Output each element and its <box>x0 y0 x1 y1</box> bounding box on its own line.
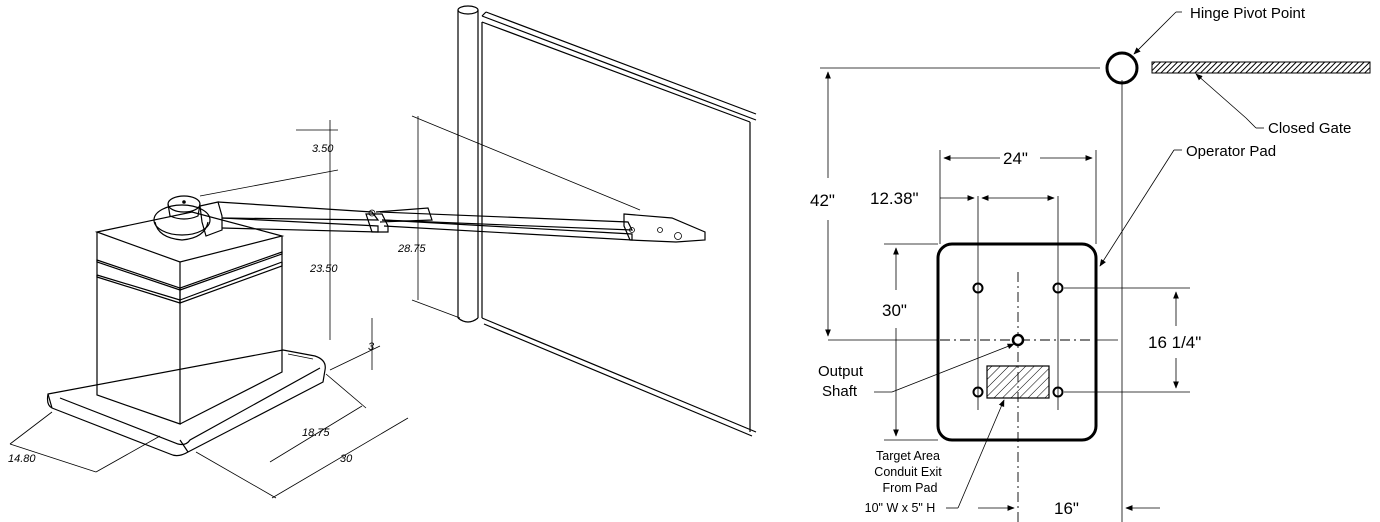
dim-depth-front <box>9 443 97 473</box>
dim-column-label: 23.50 <box>309 263 338 275</box>
isometric-view: 3.50 23.50 28.75 3 18.75 30 14.80 <box>8 5 757 499</box>
base-pad <box>46 349 326 457</box>
hinge-pivot-label: Hinge Pivot Point <box>1190 5 1306 22</box>
operator-arm <box>199 201 706 243</box>
iso-dimension-lines <box>9 115 641 499</box>
dim-1238-label: 12.38" <box>870 189 919 208</box>
target-area-line1: Target Area <box>876 449 940 463</box>
dim-depth-side-label: 18.75 <box>302 427 330 439</box>
dim-30-label: 30" <box>882 301 907 320</box>
dim-depth-front-label: 14.80 <box>8 453 36 465</box>
output-shaft-circle <box>1011 333 1025 347</box>
operator-pad-label: Operator Pad <box>1186 143 1276 160</box>
dim-top-label: 3.50 <box>312 143 334 155</box>
conduit-target-area <box>986 365 1050 399</box>
dim-pad-thickness-label: 3 <box>368 341 375 353</box>
target-area-line2: Conduit Exit <box>874 465 942 479</box>
hinge-pivot-circle <box>1105 51 1139 85</box>
dim-16-label: 16" <box>1054 499 1079 518</box>
closed-gate-bar <box>1151 61 1371 74</box>
operator-column <box>96 261 283 425</box>
dim-pad-width-label: 30 <box>340 453 353 465</box>
plan-view: 24" 12.38" 42" 30" 16 1/4" 16" <box>810 5 1371 522</box>
dim-1614-label: 16 1/4" <box>1148 333 1201 352</box>
top-cap <box>94 211 285 291</box>
target-area-line3: From Pad <box>883 481 938 495</box>
target-area-line4: 10" W x 5" H <box>865 501 936 515</box>
dim-24-label: 24" <box>1003 149 1028 168</box>
gate-panel <box>481 11 757 437</box>
dim-arm-label: 28.75 <box>397 243 426 255</box>
dim-42-label: 42" <box>810 191 835 210</box>
dim-pad-width <box>271 417 409 499</box>
cap-band <box>96 251 283 304</box>
dim-depth-side <box>269 405 363 463</box>
output-shaft-label-line2: Shaft <box>822 383 858 400</box>
closed-gate-label: Closed Gate <box>1268 120 1351 137</box>
gate-post <box>457 5 479 323</box>
output-shaft-label-line1: Output <box>818 363 864 380</box>
operator-pad <box>936 242 1098 442</box>
motor-dome <box>153 195 211 241</box>
